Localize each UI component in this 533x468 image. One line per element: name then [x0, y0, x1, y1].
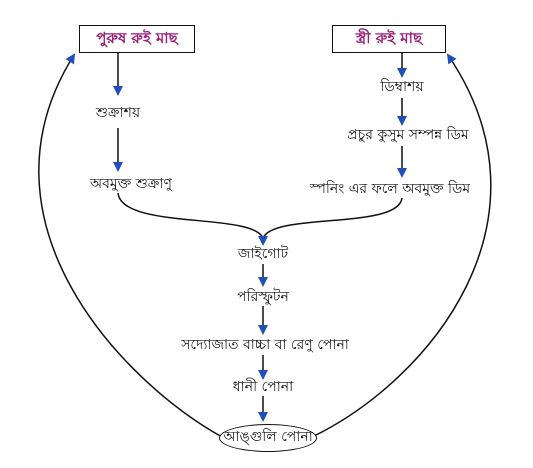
- hatchling-label: সদ্যোজাত বাচ্চা বা রেণু পোনা: [181, 337, 349, 353]
- yolky-egg-label: প্রচুর কুসুম সম্পন্ন ডিম: [347, 127, 469, 143]
- fingerling-oval: আঙ্গুলি পোনা: [219, 424, 317, 452]
- testis-label: শুক্রাশয়: [95, 105, 141, 121]
- hatching-label: পরিস্ফুটন: [237, 289, 289, 305]
- merge-curve-female: [262, 197, 403, 239]
- loop-line-to-male: [38, 53, 223, 438]
- loop-line-to-female: [311, 53, 492, 438]
- female-fish-box: স্ত্রী রুই মাছ: [332, 25, 446, 53]
- male-fish-box: পুরুষ রুই মাছ: [79, 25, 195, 53]
- ovary-label: ডিম্বাশয়: [380, 79, 424, 95]
- zygote-label: জাইগোট: [237, 246, 289, 262]
- merge-curve-male: [117, 192, 264, 239]
- released-sperm-label: অবমুক্ত শুক্রাণু: [89, 176, 173, 192]
- fry-label: ধানী পোনা: [232, 379, 294, 395]
- released-egg-label: স্পনিং এর ফলে অবমুক্ত ডিম: [309, 181, 471, 197]
